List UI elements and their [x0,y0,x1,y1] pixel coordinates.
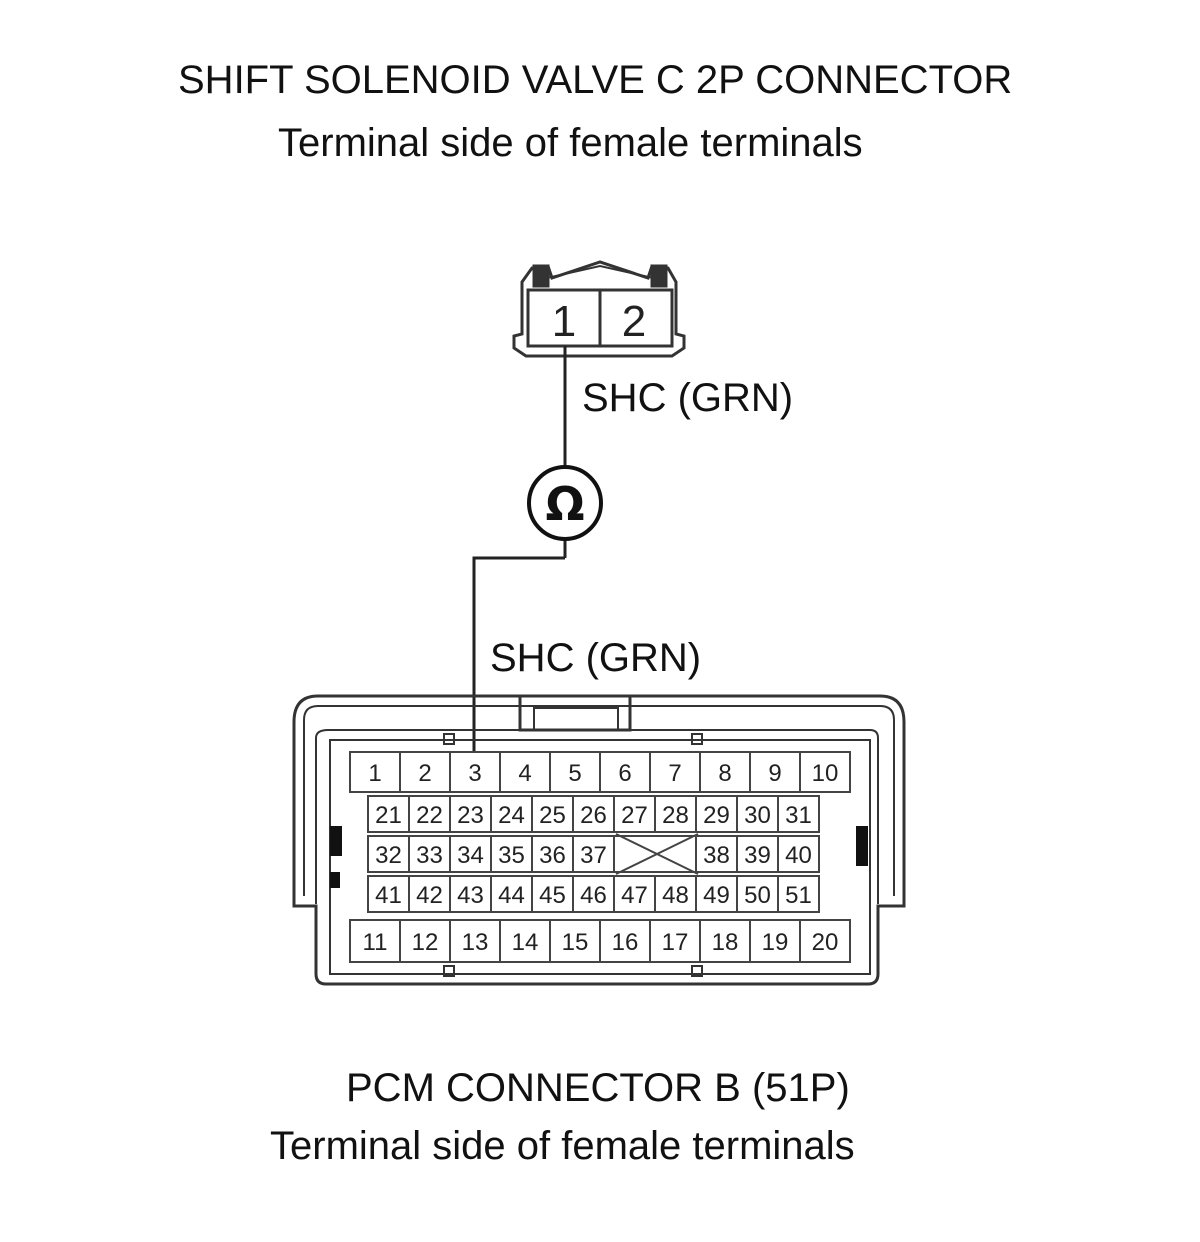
pcm-unused-cavity [615,833,699,875]
pcm-pin-14: 14 [512,929,539,956]
pcm-connector-title: PCM CONNECTOR B (51P) [346,1066,850,1110]
pcm-pin-26: 26 [580,802,607,829]
pcm-pin-33: 33 [416,842,443,869]
pcm-pin-24: 24 [498,802,525,829]
pcm-pin-41: 41 [375,882,402,909]
pcm-pin-3: 3 [468,760,481,787]
pcm-connector-subtitle: Terminal side of female terminals [270,1124,855,1168]
pcm-pin-16: 16 [612,929,639,956]
pcm-pin-28: 28 [662,802,689,829]
pcm-pin-5: 5 [568,760,581,787]
pcm-pin-4: 4 [518,760,531,787]
pcm-pin-12: 12 [412,929,439,956]
pcm-terminal-cell [799,919,851,963]
pcm-connector-locks [330,826,868,888]
pcm-pin-11: 11 [363,929,388,956]
pcm-pin-51: 51 [785,882,812,909]
pcm-pin-9: 9 [768,760,781,787]
pcm-pin-44: 44 [498,882,525,909]
pcm-pin-15: 15 [562,929,589,956]
pcm-pin-1: 1 [368,760,381,787]
pcm-pin-29: 29 [703,802,730,829]
pcm-pin-10: 10 [812,760,839,787]
pcm-terminal-cell [799,751,851,793]
pcm-pin-37: 37 [580,842,607,869]
pcm-terminal-cell [777,875,820,913]
ohmmeter-icon: Ω [527,465,603,541]
pcm-pin-25: 25 [539,802,566,829]
pcm-pin-40: 40 [785,842,812,869]
pcm-pin-7: 7 [668,760,681,787]
wire-label-upper: SHC (GRN) [582,376,794,420]
pcm-pin-50: 50 [744,882,771,909]
solenoid-pin-1: 1 [552,297,576,346]
pcm-pin-20: 20 [812,929,839,956]
shc-wire [472,346,567,752]
pcm-pin-39: 39 [744,842,771,869]
pcm-terminal-cell [777,835,820,873]
pcm-pin-27: 27 [621,802,648,829]
pcm-pin-18: 18 [712,929,739,956]
pcm-pin-38: 38 [703,842,730,869]
pcm-pin-17: 17 [662,929,689,956]
pcm-pin-48: 48 [662,882,689,909]
pcm-pin-35: 35 [498,842,525,869]
pcm-pin-2: 2 [418,760,431,787]
solenoid-connector-2p [512,260,686,358]
pcm-pin-8: 8 [718,760,731,787]
pcm-pin-22: 22 [416,802,443,829]
pcm-pin-43: 43 [457,882,484,909]
pcm-pin-6: 6 [618,760,631,787]
pcm-pin-19: 19 [762,929,789,956]
ohm-symbol: Ω [545,477,584,531]
pcm-pin-42: 42 [416,882,443,909]
wire-label-lower: SHC (GRN) [490,636,702,680]
solenoid-pin-2: 2 [622,297,646,346]
pcm-unused-cavity-box [613,835,697,873]
pcm-pin-46: 46 [580,882,607,909]
pcm-connector-body [292,694,906,986]
solenoid-connector-title: SHIFT SOLENOID VALVE C 2P CONNECTOR [178,58,1013,102]
pcm-pin-45: 45 [539,882,566,909]
solenoid-connector-subtitle: Terminal side of female terminals [278,121,863,165]
pcm-terminal-cell [777,795,820,833]
pcm-pin-31: 31 [785,802,812,829]
pcm-pin-47: 47 [621,882,648,909]
pcm-pin-21: 21 [375,802,402,829]
pcm-pin-34: 34 [457,842,484,869]
pcm-pin-23: 23 [457,802,484,829]
pcm-pin-32: 32 [375,842,402,869]
pcm-pin-36: 36 [539,842,566,869]
pcm-pin-30: 30 [744,802,771,829]
pcm-pin-49: 49 [703,882,730,909]
pcm-pin-13: 13 [462,929,489,956]
